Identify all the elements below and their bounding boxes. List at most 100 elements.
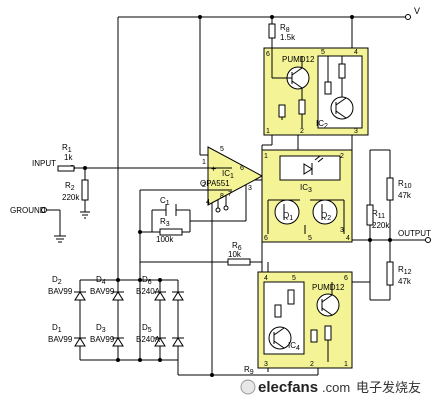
svg-text:D4: D4 [96,275,106,286]
r10-value: 47k [398,191,412,200]
resistor-r3 [159,228,183,236]
r6-sub: 6 [238,245,242,252]
r12-name: R [398,265,404,274]
pin-number: 6 [344,275,348,282]
r11-value: 220k [372,221,390,230]
d4-part: BAV99 [90,287,115,296]
svg-text:R1: R1 [62,143,72,154]
r2-name: R [65,181,71,190]
svg-text:+: + [211,164,216,174]
op-amp-ic1: + − [207,146,264,206]
r8-sub: 8 [286,27,290,34]
d5-sub: 5 [148,327,152,334]
pin-number: 4 [206,199,210,206]
r3-value: 100k [156,235,174,244]
diode-d7 [172,291,184,347]
d3-sub: 3 [102,327,106,334]
v-label: V [414,6,420,16]
svg-text:R12: R12 [398,265,412,276]
svg-text:D6: D6 [142,275,152,286]
svg-text:IC1: IC1 [222,169,234,180]
pin-number: 5 [220,146,224,153]
resistor-r2 [81,179,89,201]
pin-number: 3 [354,128,358,135]
svg-text:R9: R9 [244,365,254,376]
r12-sub: 12 [404,269,412,276]
diode-d6 [154,291,166,301]
pin-number: 1 [202,159,206,166]
resistor-r6 [227,258,251,266]
r3-name: R [160,217,166,226]
q2-name: Q [321,211,327,220]
svg-text:IC2: IC2 [316,119,328,130]
pin-number: 6 [240,165,244,172]
svg-text:D1: D1 [52,323,62,334]
pin-number: 3 [340,227,344,234]
d2-sub: 2 [58,279,62,286]
r11-name: R [372,209,378,218]
watermark-brand: elecfans [258,379,318,396]
d3-part: BAV99 [90,335,115,344]
svg-text:C1: C1 [160,196,170,207]
pin-number: 5 [321,49,325,56]
pin-number: 3 [248,185,252,192]
r11-sub: 11 [378,213,385,220]
svg-text:D3: D3 [96,323,106,334]
watermark: elecfans .com 电子发烧友 [240,379,421,396]
svg-text:D5: D5 [142,323,152,334]
d5-part: B240A [136,335,161,344]
ic3-optocoupler [261,149,353,243]
svg-text:R8: R8 [280,23,290,34]
ic2-sub: 2 [324,123,328,130]
r9-sub: 9 [250,369,254,376]
svg-text:R10: R10 [398,179,412,190]
pin-number: 6 [264,235,268,242]
r1-value: 1k [64,153,73,162]
r8-value: 1.5k [280,33,296,42]
d6-part: B240A [136,287,161,296]
ic1-part: OPA551 [200,179,230,188]
ic1-name: IC [222,169,230,178]
wires [41,14,431,377]
d1-sub: 1 [58,327,62,334]
q1-sub: 1 [289,215,293,222]
diode-d2 [74,291,86,301]
ic4-sub: 4 [296,345,300,352]
pin-number: 7 [228,191,232,198]
r6-name: R [232,241,238,250]
pin-numbers: 1 2 5 6 4 8 7 3 6 5 4 1 2 3 1 2 3 4 5 6 … [202,49,358,368]
ground-label: GROUND [10,206,46,215]
d5-name: D [142,323,148,332]
r12-value: 47k [398,277,412,286]
pumd12-top-label: PUMD12 [282,55,315,64]
watermark-dotcom: .com [322,380,350,395]
input-label: INPUT [32,159,56,168]
svg-text:R6: R6 [232,241,242,252]
diode-d1 [74,337,86,347]
ic2-name: IC [316,119,324,128]
r3-sub: 3 [166,221,170,228]
resistor-r11 [366,204,374,226]
diode-d4 [112,291,124,301]
d4-sub: 4 [102,279,106,286]
pin-number: 4 [346,235,350,242]
pin-number: 4 [354,49,358,56]
pin-number: 2 [310,361,314,368]
pin-number: 1 [264,153,268,160]
output-label: OUTPUT [398,229,431,238]
r10-sub: 10 [404,183,412,190]
d2-name: D [52,275,58,284]
svg-text:IC3: IC3 [300,183,312,194]
capacitor-c1 [165,204,177,216]
svg-text:Q1: Q1 [283,211,293,222]
ic1-sub: 1 [230,173,234,180]
ic4-name: IC [288,341,296,350]
c1-name: C [160,196,166,205]
diode-d5 [154,337,166,347]
r1-name: R [62,143,68,152]
r6-value: 10k [228,250,242,259]
svg-text:R3: R3 [160,217,170,228]
pin-number: 5 [292,275,296,282]
resistor-r1 [57,165,75,172]
d6-name: D [142,275,148,284]
